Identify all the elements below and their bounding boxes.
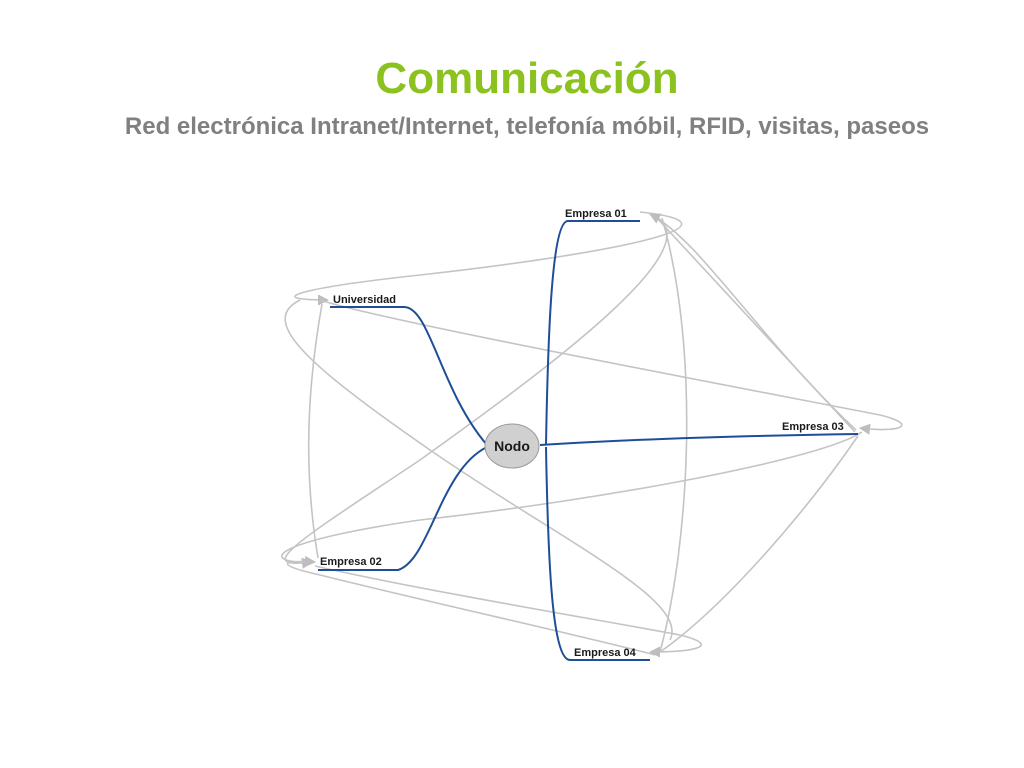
hub-link-empresa04: [545, 446, 650, 661]
hub-link-empresa02: [318, 446, 488, 571]
link-empresa04-empresa02: [286, 555, 656, 656]
link-empresa01-empresa04: [659, 217, 688, 653]
node-universidad: Universidad: [333, 294, 396, 306]
node-empresa02: Empresa 02: [320, 556, 382, 568]
link-universidad-empresa02: [307, 303, 323, 559]
link-empresa02-empresa04: [314, 565, 703, 658]
hub-links: [318, 220, 859, 661]
link-empresa03-empresa04: [659, 435, 859, 653]
slide-subtitle: Red electrónica Intranet/Internet, telef…: [124, 113, 930, 140]
link-universidad-empresa03: [319, 299, 903, 435]
hub-link-empresa03: [539, 433, 859, 446]
node-empresa04: Empresa 04: [574, 647, 637, 659]
center-node-label: Nodo: [494, 438, 530, 454]
link-empresa01-empresa02: [284, 213, 668, 569]
cross-links: [281, 211, 903, 658]
link-empresa03-empresa01: [649, 213, 857, 431]
link-universidad-empresa04: [284, 299, 673, 641]
hub-link-universidad: [330, 306, 488, 446]
link-empresa03-empresa02: [281, 431, 863, 563]
node-empresa03: Empresa 03: [782, 421, 844, 433]
link-empresa01-universidad: [294, 211, 683, 306]
slide-title: Comunicación: [375, 54, 679, 103]
center-node: Nodo: [484, 423, 540, 469]
node-empresa01: Empresa 01: [565, 208, 627, 220]
hub-link-empresa01: [545, 220, 640, 446]
